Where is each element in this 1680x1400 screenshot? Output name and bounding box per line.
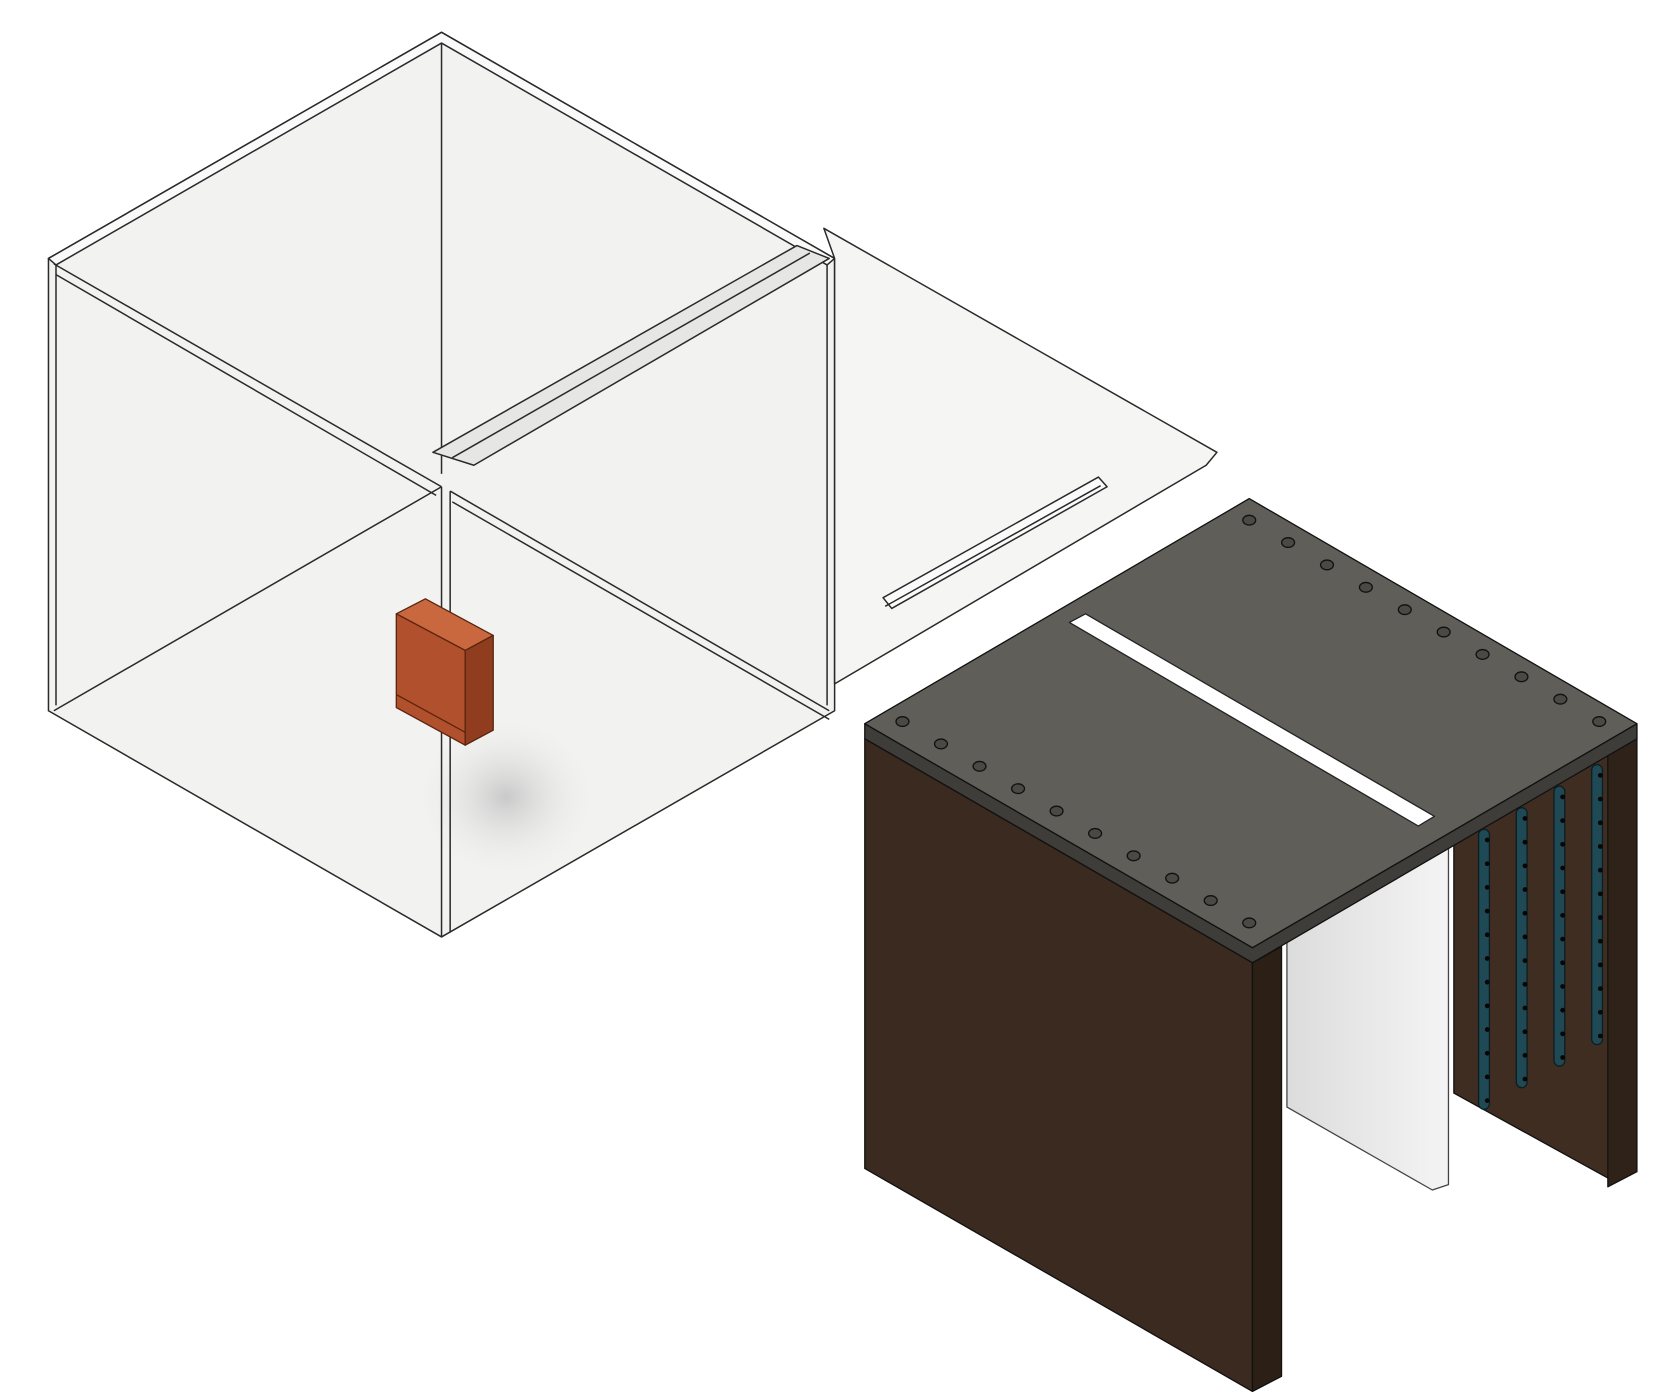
rod-dot	[1597, 820, 1603, 826]
lid-panel	[823, 227, 1218, 685]
right-bottom-rail	[449, 490, 830, 712]
mounting-hole	[1242, 514, 1257, 526]
mounting-hole	[1553, 693, 1568, 705]
rod-dot	[1560, 865, 1565, 871]
lid-handle-edge	[884, 485, 1101, 607]
orange-block	[395, 598, 494, 746]
mounting-hole	[1126, 850, 1141, 862]
mounting-hole	[1397, 604, 1412, 616]
rod-dot	[1522, 958, 1528, 963]
rod-dot	[1522, 1029, 1528, 1035]
floor-shadow	[409, 710, 604, 884]
mounting-hole	[1319, 559, 1335, 571]
rod-dot	[1484, 979, 1490, 985]
rod-dot	[1560, 818, 1565, 823]
rod-dot	[1484, 932, 1490, 938]
mounting-hole	[1088, 827, 1103, 839]
mounting-hole	[1592, 716, 1607, 728]
mounting-hole	[1436, 626, 1451, 638]
rod-dot	[1597, 962, 1603, 968]
mounting-hole	[1049, 805, 1064, 817]
rod-dot	[1597, 938, 1603, 944]
top-slot	[1068, 613, 1436, 827]
rod-dot	[1522, 839, 1528, 845]
back-bottom-edge	[53, 486, 442, 712]
rod-dot	[1560, 1055, 1565, 1060]
mounting-hole	[1514, 671, 1529, 683]
rod-dot	[1484, 1098, 1490, 1103]
rod-dot	[1597, 844, 1603, 849]
front-panel-edge	[1251, 945, 1283, 1393]
rod	[1553, 785, 1566, 1067]
rod-dot	[1560, 1031, 1565, 1037]
rod-dot	[1560, 794, 1565, 800]
rod-dot	[1484, 1027, 1490, 1032]
glass-lid	[823, 227, 1218, 685]
right-bottom-rail-inner	[451, 501, 830, 721]
rod-dot	[1522, 981, 1528, 987]
top-left-edge	[53, 263, 442, 488]
rod-dot	[1484, 1074, 1490, 1080]
top-left-edge-inner	[55, 273, 437, 497]
rods	[1477, 763, 1604, 1110]
channel-groove	[451, 252, 811, 459]
rod-dot	[1597, 986, 1603, 991]
mounting-hole	[1010, 783, 1026, 795]
mounting-hole	[1203, 895, 1218, 907]
rod-dot	[1522, 1053, 1528, 1058]
rod-dot	[1484, 908, 1490, 914]
mounting-hole	[895, 716, 910, 728]
mounting-hole	[1358, 581, 1374, 593]
rod-dot	[1560, 889, 1565, 895]
rod-dot	[1560, 936, 1565, 942]
rod-dot	[1597, 1009, 1603, 1015]
rod-dot	[1522, 934, 1528, 940]
rod-dot	[1522, 887, 1528, 892]
rod-dot	[1484, 861, 1490, 867]
rod-dot	[1560, 1007, 1565, 1013]
rod	[1477, 828, 1491, 1110]
holes	[895, 514, 1607, 929]
mounting-hole	[1281, 537, 1296, 549]
rod-dot	[1560, 960, 1565, 966]
rod-dot	[1522, 863, 1528, 869]
mounting-hole	[1475, 648, 1490, 660]
rod-dot	[1560, 841, 1565, 847]
rod-dot	[1560, 984, 1565, 989]
rod-dot	[1597, 867, 1603, 873]
rod-dot	[1597, 915, 1603, 920]
rod-dot	[1522, 1076, 1528, 1082]
glass-enclosure	[47, 31, 836, 938]
rod-dot	[1522, 910, 1528, 916]
rod-dot	[1522, 1005, 1528, 1011]
block-base-line	[395, 694, 466, 733]
rod-dot	[1597, 796, 1603, 802]
rod-dot	[1560, 913, 1565, 918]
rod	[1515, 807, 1528, 1089]
mounting-hole	[933, 738, 949, 750]
back-panel-edge	[1607, 724, 1638, 1188]
block-side	[464, 634, 494, 746]
rod-dot	[1484, 885, 1490, 890]
rod-dot	[1484, 1050, 1490, 1056]
rod-dot	[1484, 1003, 1490, 1009]
dark-stand	[864, 497, 1638, 1393]
rod-dot	[1597, 891, 1603, 897]
mounting-hole	[1242, 917, 1257, 929]
mounting-hole	[972, 760, 987, 772]
rod-dot	[1484, 837, 1490, 843]
rod-dot	[1522, 816, 1528, 821]
rod-dot	[1597, 1033, 1603, 1039]
rod-dot	[1484, 956, 1490, 961]
mounting-hole	[1165, 872, 1180, 884]
rod	[1591, 763, 1604, 1046]
rod-dot	[1597, 773, 1603, 778]
